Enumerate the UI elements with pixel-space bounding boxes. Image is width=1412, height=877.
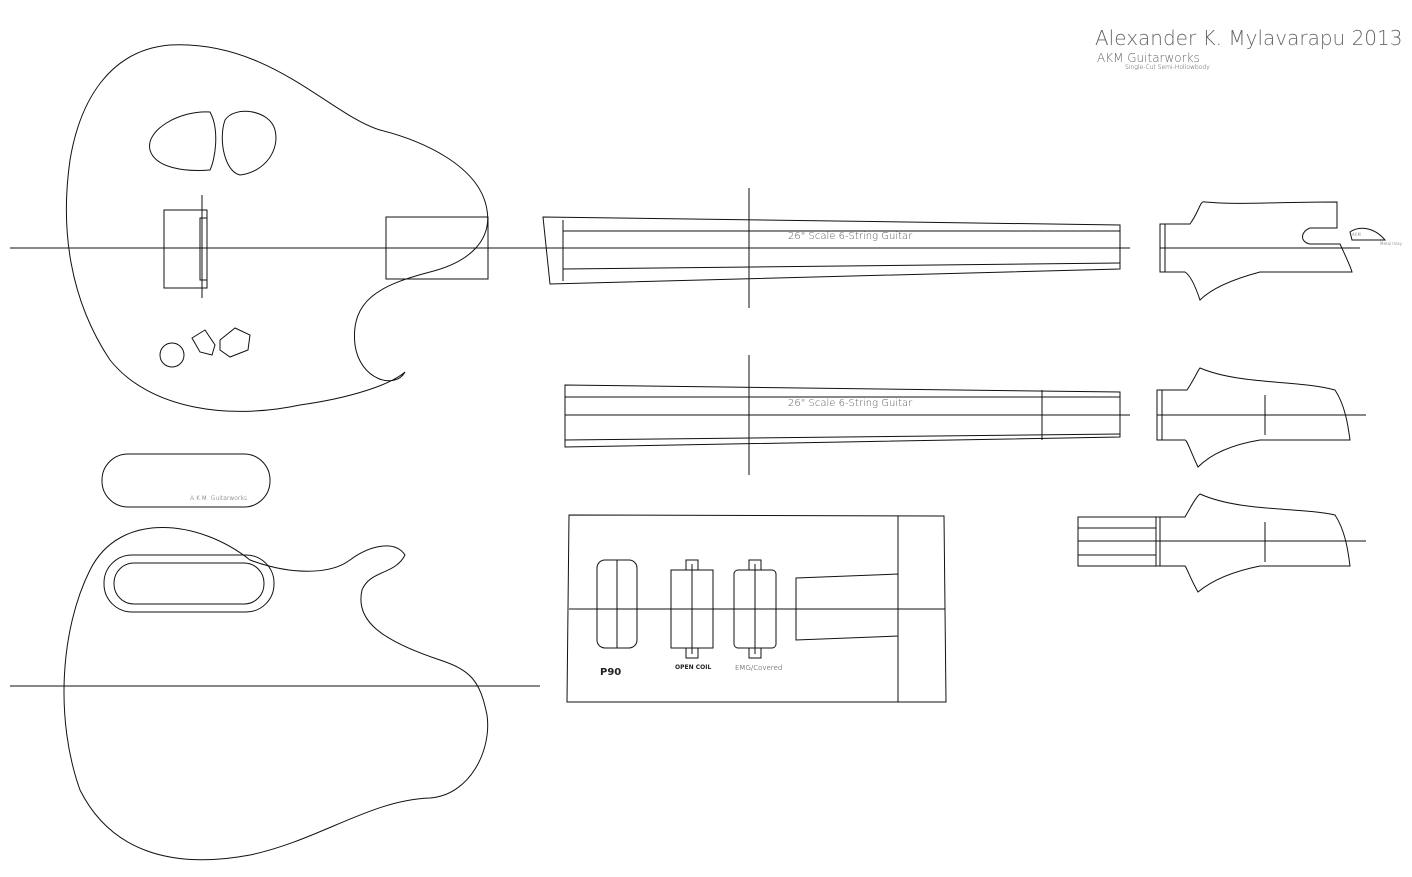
neck-middle [564,355,1130,475]
body-front-view [10,44,540,412]
pickup-label-p90: P90 [600,667,622,678]
pickup-label-open-coil: OPEN COIL [675,664,712,671]
headstock-2 [1156,367,1366,468]
inlay-note-label: Metal Inlay [1380,241,1402,246]
neck-scale-label: 26" Scale 6-String Guitar [788,398,913,409]
back-plate-label: A.K.M. Guitarworks [190,495,247,502]
body-back-view [10,527,540,861]
neck-scale-label: 26" Scale 6-String Guitar [788,231,913,242]
headstock-3 [1077,493,1366,593]
company-name: AKM Guitarworks [1097,51,1200,65]
author-title: Alexander K. Mylavarapu 2013 [1095,26,1403,50]
neck-top [540,188,1130,308]
inlay-logo-label: AKM [1352,232,1361,237]
pickup-label-emg: EMG/Covered [735,664,783,672]
model-name: Single-Cut Semi-Hollowbody [1125,64,1210,71]
headstock-1 [1159,201,1387,301]
pickup-layout-panel [566,514,947,703]
back-plate [101,453,271,508]
